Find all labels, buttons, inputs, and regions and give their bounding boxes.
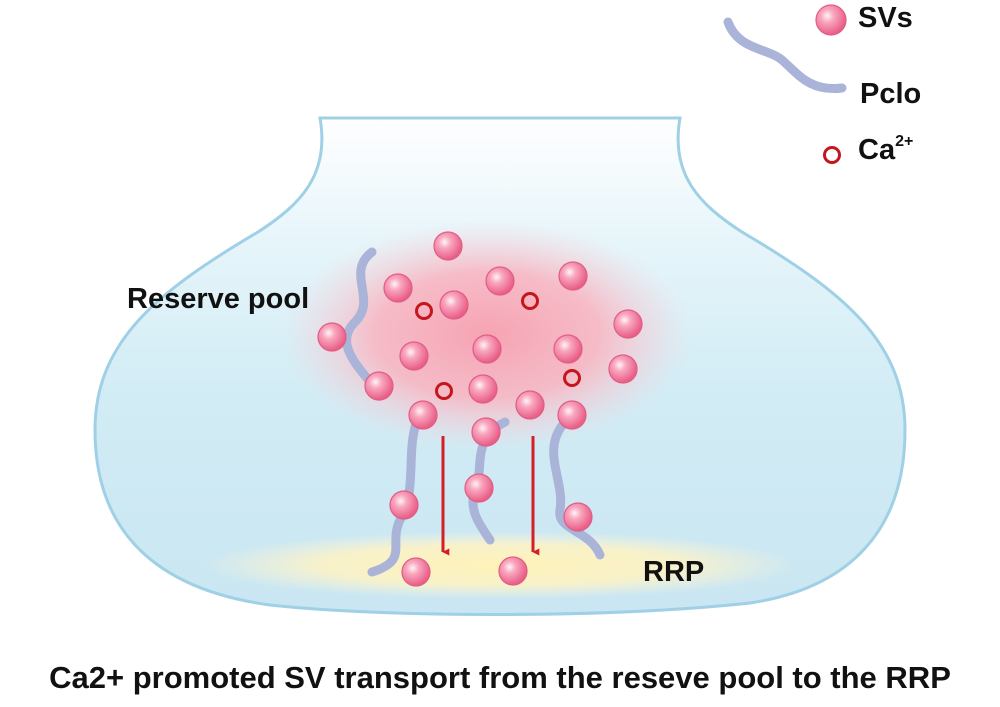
calcium-ions (415, 292, 581, 400)
calcium-ion (521, 292, 539, 310)
calcium-ion (435, 382, 453, 400)
legend (723, 4, 847, 164)
vesicle (439, 290, 469, 320)
vesicle (408, 400, 438, 430)
legend-vesicle-icon (815, 4, 847, 36)
legend-calcium-label-charge: 2+ (895, 133, 914, 151)
vesicle (515, 390, 545, 420)
pclo-strand (367, 413, 423, 577)
vesicle (557, 400, 587, 430)
vesicle (553, 334, 583, 364)
vesicle (613, 309, 643, 339)
vesicle (389, 490, 419, 520)
vesicle (401, 557, 431, 587)
vesicle (383, 273, 413, 303)
legend-svs-label: SVs (858, 2, 913, 34)
vesicle (464, 473, 494, 503)
vesicle (317, 322, 347, 352)
rrp-label: RRP (643, 556, 705, 588)
legend-calcium-label: Ca2+ (858, 133, 914, 167)
vesicle (433, 231, 463, 261)
legend-calcium-icon (823, 146, 841, 164)
vesicle (558, 261, 588, 291)
vesicle (364, 371, 394, 401)
vesicle (608, 354, 638, 384)
vesicle (471, 417, 501, 447)
vesicle (498, 556, 528, 586)
vesicle (472, 334, 502, 364)
vesicle (468, 374, 498, 404)
vesicle (485, 266, 515, 296)
figure-caption: Ca2+ promoted SV transport from the rese… (49, 660, 951, 695)
vesicle (399, 341, 429, 371)
transport-arrows (441, 436, 540, 556)
pclo-strand (549, 417, 605, 560)
reserve-pool-label: Reserve pool (127, 283, 310, 315)
calcium-ion (415, 302, 433, 320)
vesicle (563, 502, 593, 532)
legend-calcium-label-base: Ca (858, 134, 896, 166)
legend-pclo-icon (723, 17, 847, 94)
pclo-strand (342, 247, 383, 397)
legend-pclo-label: Pclo (860, 78, 922, 110)
calcium-ion (563, 369, 581, 387)
synaptic-vesicles (317, 231, 643, 587)
